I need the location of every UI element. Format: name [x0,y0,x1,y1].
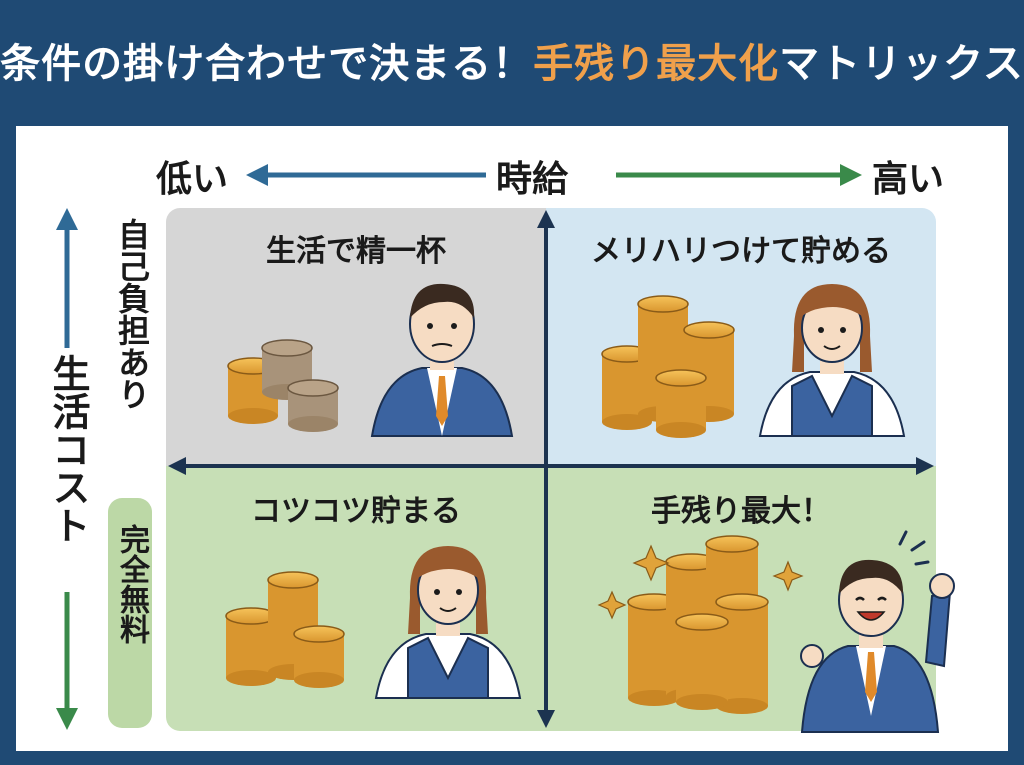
woman-icon [758,284,906,437]
title-highlight: 手残り最大化 [533,41,780,87]
sparkle-icon [597,544,804,620]
y-axis-top-label: 自己負担あり [113,218,151,410]
free-label-pill [108,498,152,728]
y-axis-label: 生活コスト [46,354,90,544]
title-part-3: マトリックス [779,41,1024,87]
coin-stack-icon [601,295,735,438]
y-axis-arrow-down [56,592,78,730]
title-part-1: 条件の掛け合わせで決まる！ [0,41,534,87]
y-axis-arrow-up [56,208,78,348]
matrix-panel: 低い 時給 高い 生活コスト 自己負担あり 完全無料 生活で精一杯 メリハリつけ… [16,126,1008,751]
page-title: 条件の掛け合わせで決まる！ 手残り最大化 マトリックス [0,0,1024,120]
vertical-axis-line [537,210,555,728]
x-axis-low-label: 低い [156,159,229,200]
worried-man-icon [370,283,514,437]
x-axis-high-label: 高い [872,159,945,200]
y-axis-bottom-label: 完全無料 [114,524,149,644]
x-axis-arrow-left [246,164,486,186]
matrix-graphics [56,164,955,733]
x-axis-arrow-right [616,164,862,186]
woman-icon [374,546,522,699]
quadrant-title-top-right: メリハリつけて貯める [591,234,891,269]
horizontal-axis-line [168,457,934,475]
quadrant-title-bottom-right: 手残り最大！ [651,494,831,529]
quadrant-title-bottom-left: コツコツ貯まる [251,494,461,529]
cheering-man-icon [800,530,955,733]
coin-stack-icon [225,571,345,688]
quadrant-title-top-left: 生活で精一杯 [266,234,446,269]
x-axis-label: 時給 [496,159,569,200]
coin-stack-icon [227,339,339,432]
coin-stack-icon [627,535,769,714]
